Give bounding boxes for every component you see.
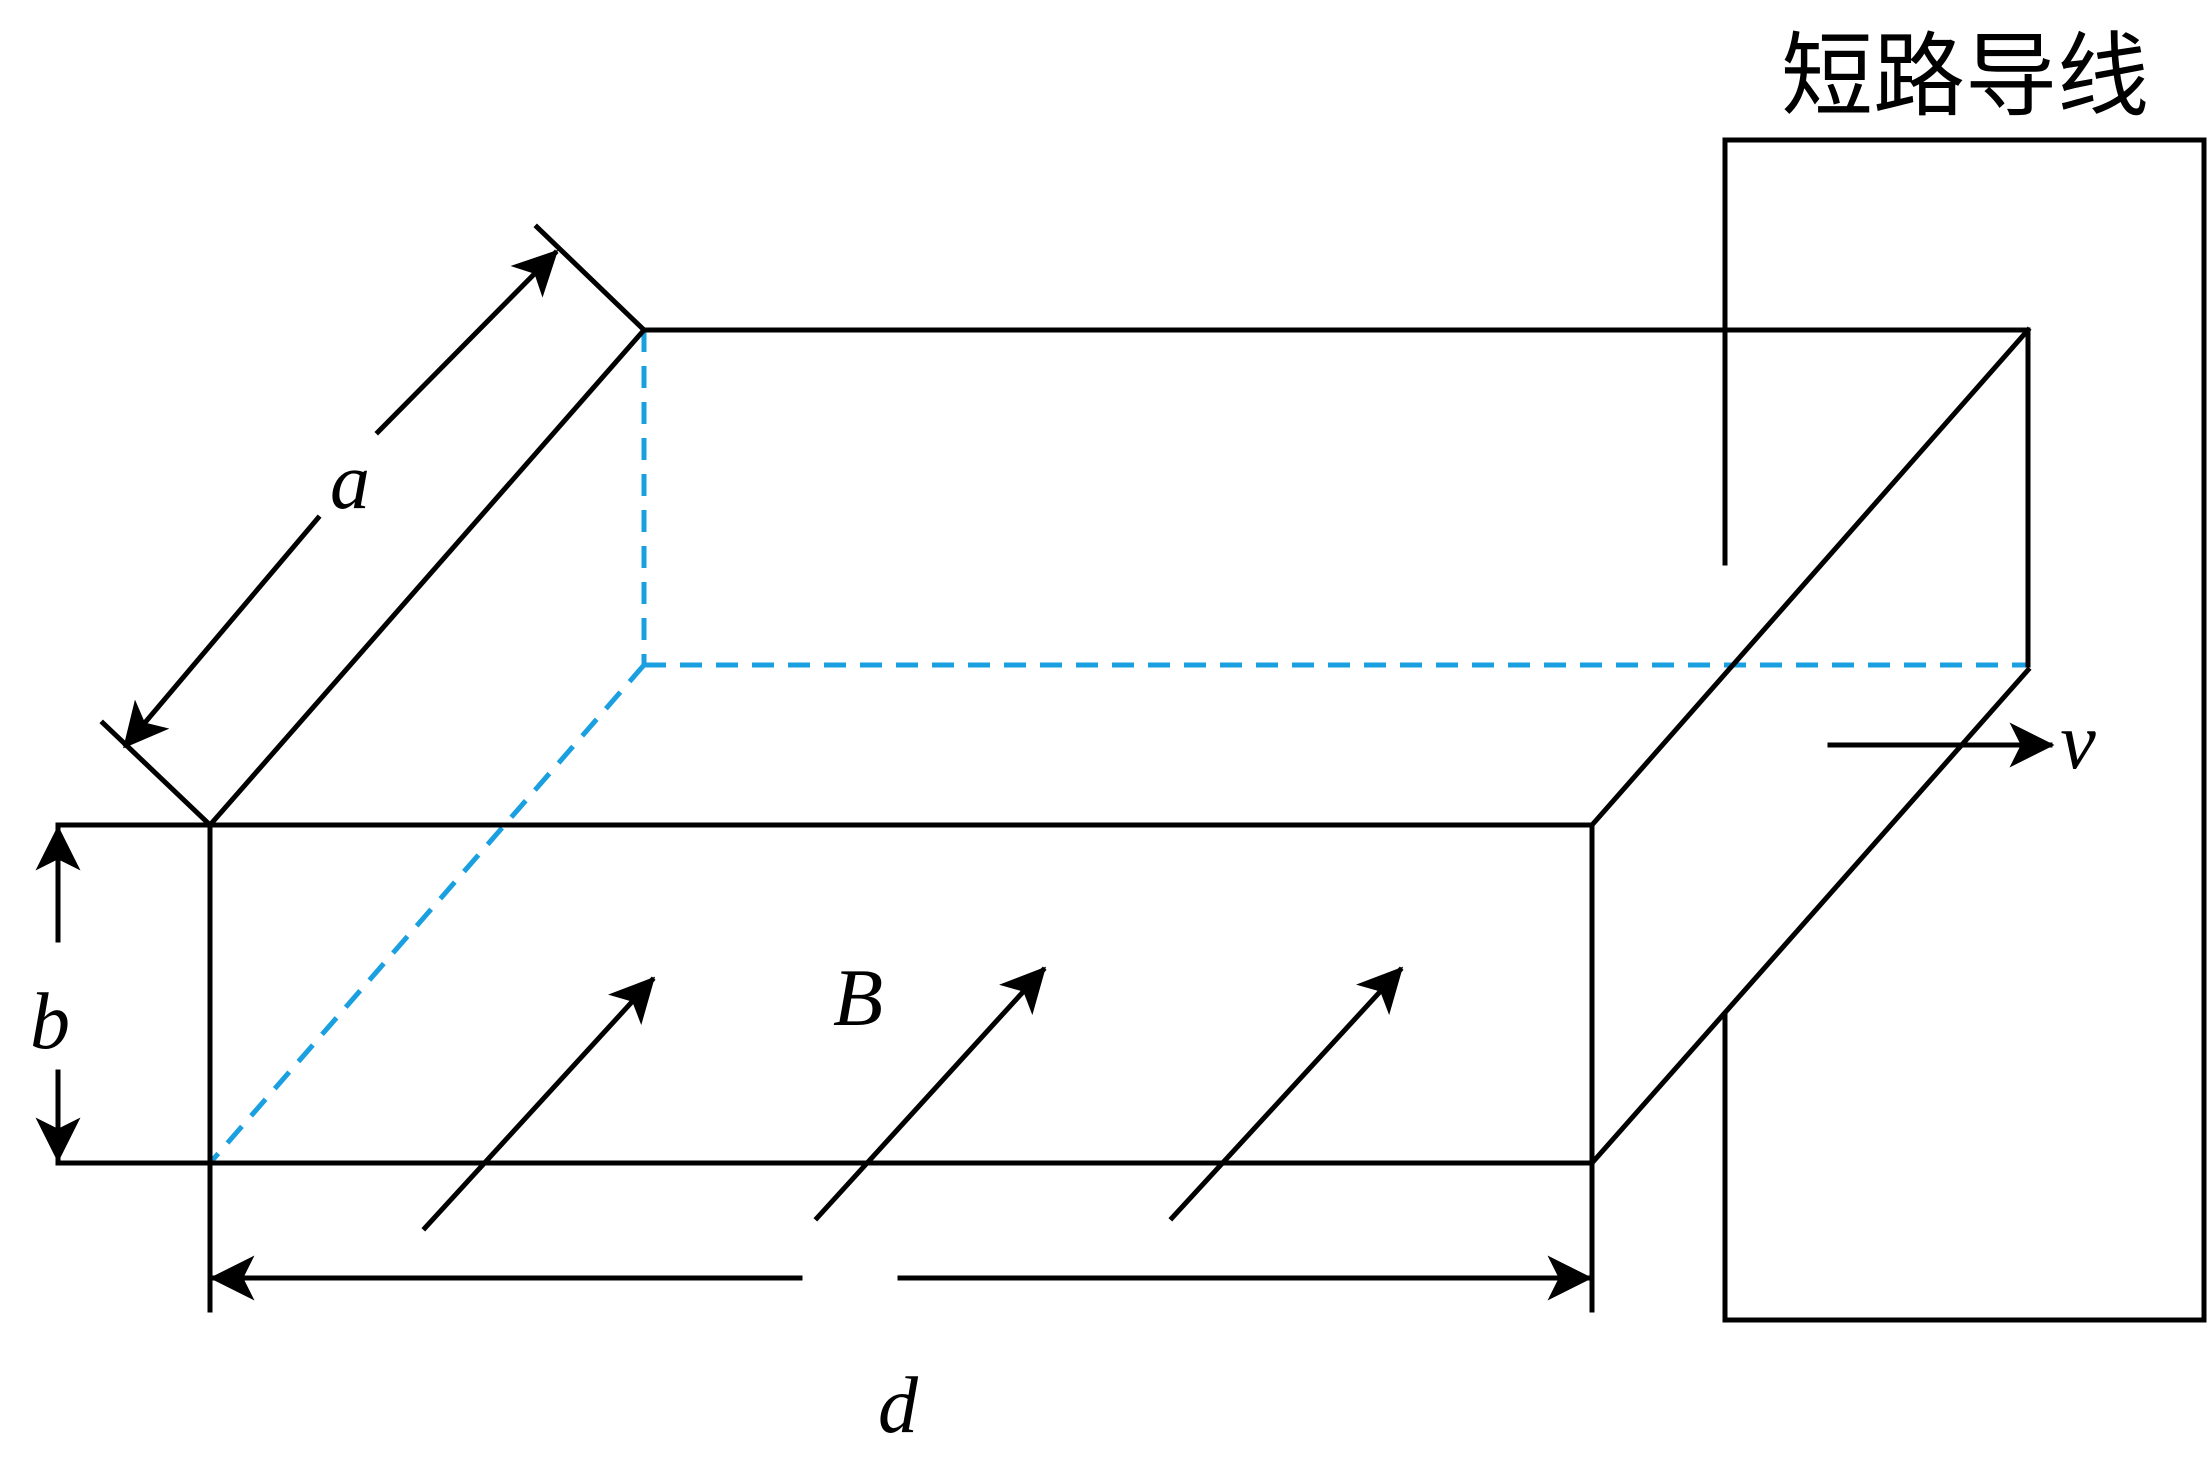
label-d: d [878, 1362, 919, 1450]
magnetic-field-arrows: B [421, 952, 1404, 1232]
short-wire-label: 短路导线 [1781, 23, 2149, 130]
hidden-edges [208, 330, 2028, 1165]
dimension-d: d [209, 1255, 1593, 1450]
label-B: B [833, 952, 883, 1043]
label-a: a [330, 438, 370, 526]
duct-box [55, 326, 2032, 1313]
dimension-b: b [30, 825, 81, 1163]
short-circuit-wire [1722, 137, 2207, 1323]
label-v: v [2060, 698, 2096, 786]
dimension-a: a [99, 223, 648, 829]
velocity-arrow: v [1827, 698, 2096, 786]
label-b: b [30, 978, 70, 1066]
